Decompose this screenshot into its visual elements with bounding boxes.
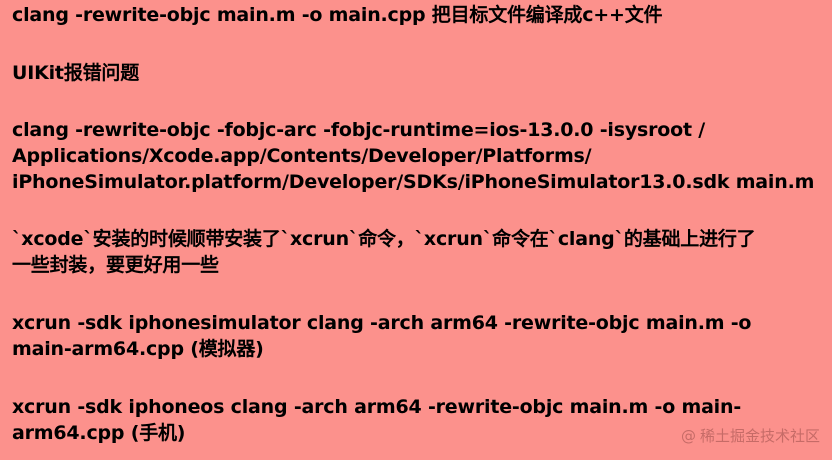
text-line-uikit-heading: UIKit报错问题 bbox=[12, 62, 140, 84]
text-line-clang-arc-cmd-3: iPhoneSimulator.platform/Developer/SDKs/… bbox=[12, 171, 815, 193]
watermark-text: 稀土掘金技术社区 bbox=[699, 427, 820, 445]
text-line-clang-arc-cmd-1: clang -rewrite-objc -fobjc-arc -fobjc-ru… bbox=[12, 119, 706, 141]
text-line-compile-cmd: clang -rewrite-objc main.m -o main.cpp 把… bbox=[12, 4, 663, 26]
text-line-device-cmd-2: arm64.cpp (手机) bbox=[12, 422, 186, 444]
text-line-simulator-cmd-1: xcrun -sdk iphonesimulator clang -arch a… bbox=[12, 312, 752, 334]
at-icon: @ bbox=[680, 426, 696, 445]
text-line-xcrun-explain-1: `xcode`安装的时候顺带安装了`xcrun`命令，`xcrun`命令在`cl… bbox=[12, 228, 756, 250]
watermark: @ 稀土掘金技术社区 bbox=[681, 425, 820, 446]
text-line-xcrun-explain-2: 一些封装，要更好用一些 bbox=[12, 254, 219, 276]
text-line-device-cmd-1: xcrun -sdk iphoneos clang -arch arm64 -r… bbox=[12, 396, 742, 418]
text-line-simulator-cmd-2: main-arm64.cpp (模拟器) bbox=[12, 338, 264, 360]
text-line-clang-arc-cmd-2: Applications/Xcode.app/Contents/Develope… bbox=[12, 145, 592, 167]
